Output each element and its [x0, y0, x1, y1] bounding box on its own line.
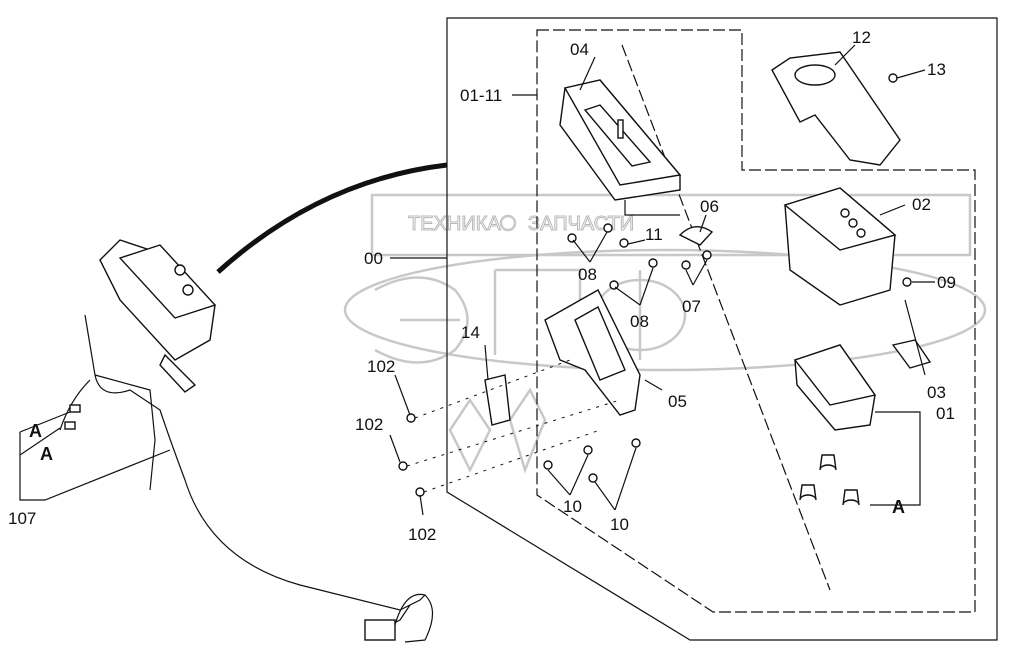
part-04-cover	[559, 79, 682, 201]
harness-loop	[394, 593, 434, 643]
label-02: 02	[912, 195, 931, 214]
connector-A1	[69, 404, 81, 413]
label-01-11: 01-11	[460, 86, 502, 105]
label-00: 00	[364, 249, 383, 268]
watermark-left-text: ТЕХНИКА	[408, 213, 501, 235]
divider-line	[621, 44, 831, 591]
label-14: 14	[461, 323, 480, 342]
part-107-wire-harness	[59, 314, 426, 631]
leader-lines	[19, 44, 935, 516]
label-05: 05	[668, 392, 687, 411]
gear-icon	[499, 214, 517, 232]
label-11: 11	[645, 225, 663, 244]
label-07: 07	[682, 297, 701, 316]
label-A-2: A	[40, 444, 53, 464]
subassembly-frame	[536, 29, 976, 613]
part-00-console-assembly	[99, 239, 217, 393]
part-06-clip	[678, 226, 714, 246]
label-102-upper: 102	[367, 357, 395, 376]
label-04: 04	[570, 40, 589, 59]
part-12-bezel	[771, 51, 901, 166]
label-08-lower: 08	[630, 312, 649, 331]
label-03: 03	[927, 383, 946, 402]
assembly-frame	[446, 17, 998, 641]
watermark-right-text: ЗАПЧАСТИ	[528, 213, 634, 235]
assembly-guides	[406, 359, 621, 493]
part-05-bracket	[544, 289, 641, 416]
label-107: 107	[8, 509, 36, 528]
label-A-3: A	[892, 497, 905, 517]
part-14-plate	[484, 374, 511, 426]
part-13-screw	[888, 73, 898, 83]
part-02-cover	[783, 187, 897, 306]
part-01-switch-unit	[793, 344, 877, 506]
screws	[398, 223, 712, 497]
harness-connector	[364, 619, 396, 641]
label-13: 13	[927, 60, 946, 79]
label-12: 12	[852, 28, 871, 47]
label-102-middle: 102	[355, 415, 383, 434]
label-10-left: 10	[563, 497, 582, 516]
connector-A2	[64, 421, 76, 430]
label-09: 09	[937, 273, 956, 292]
label-102-lower: 102	[408, 525, 436, 544]
label-06: 06	[700, 197, 719, 216]
label-08-upper: 08	[578, 265, 597, 284]
callout-arc	[216, 162, 448, 274]
label-A-1: A	[29, 421, 42, 441]
label-10-right: 10	[610, 515, 629, 534]
label-01: 01	[936, 404, 955, 423]
part-09-screw	[902, 277, 912, 287]
